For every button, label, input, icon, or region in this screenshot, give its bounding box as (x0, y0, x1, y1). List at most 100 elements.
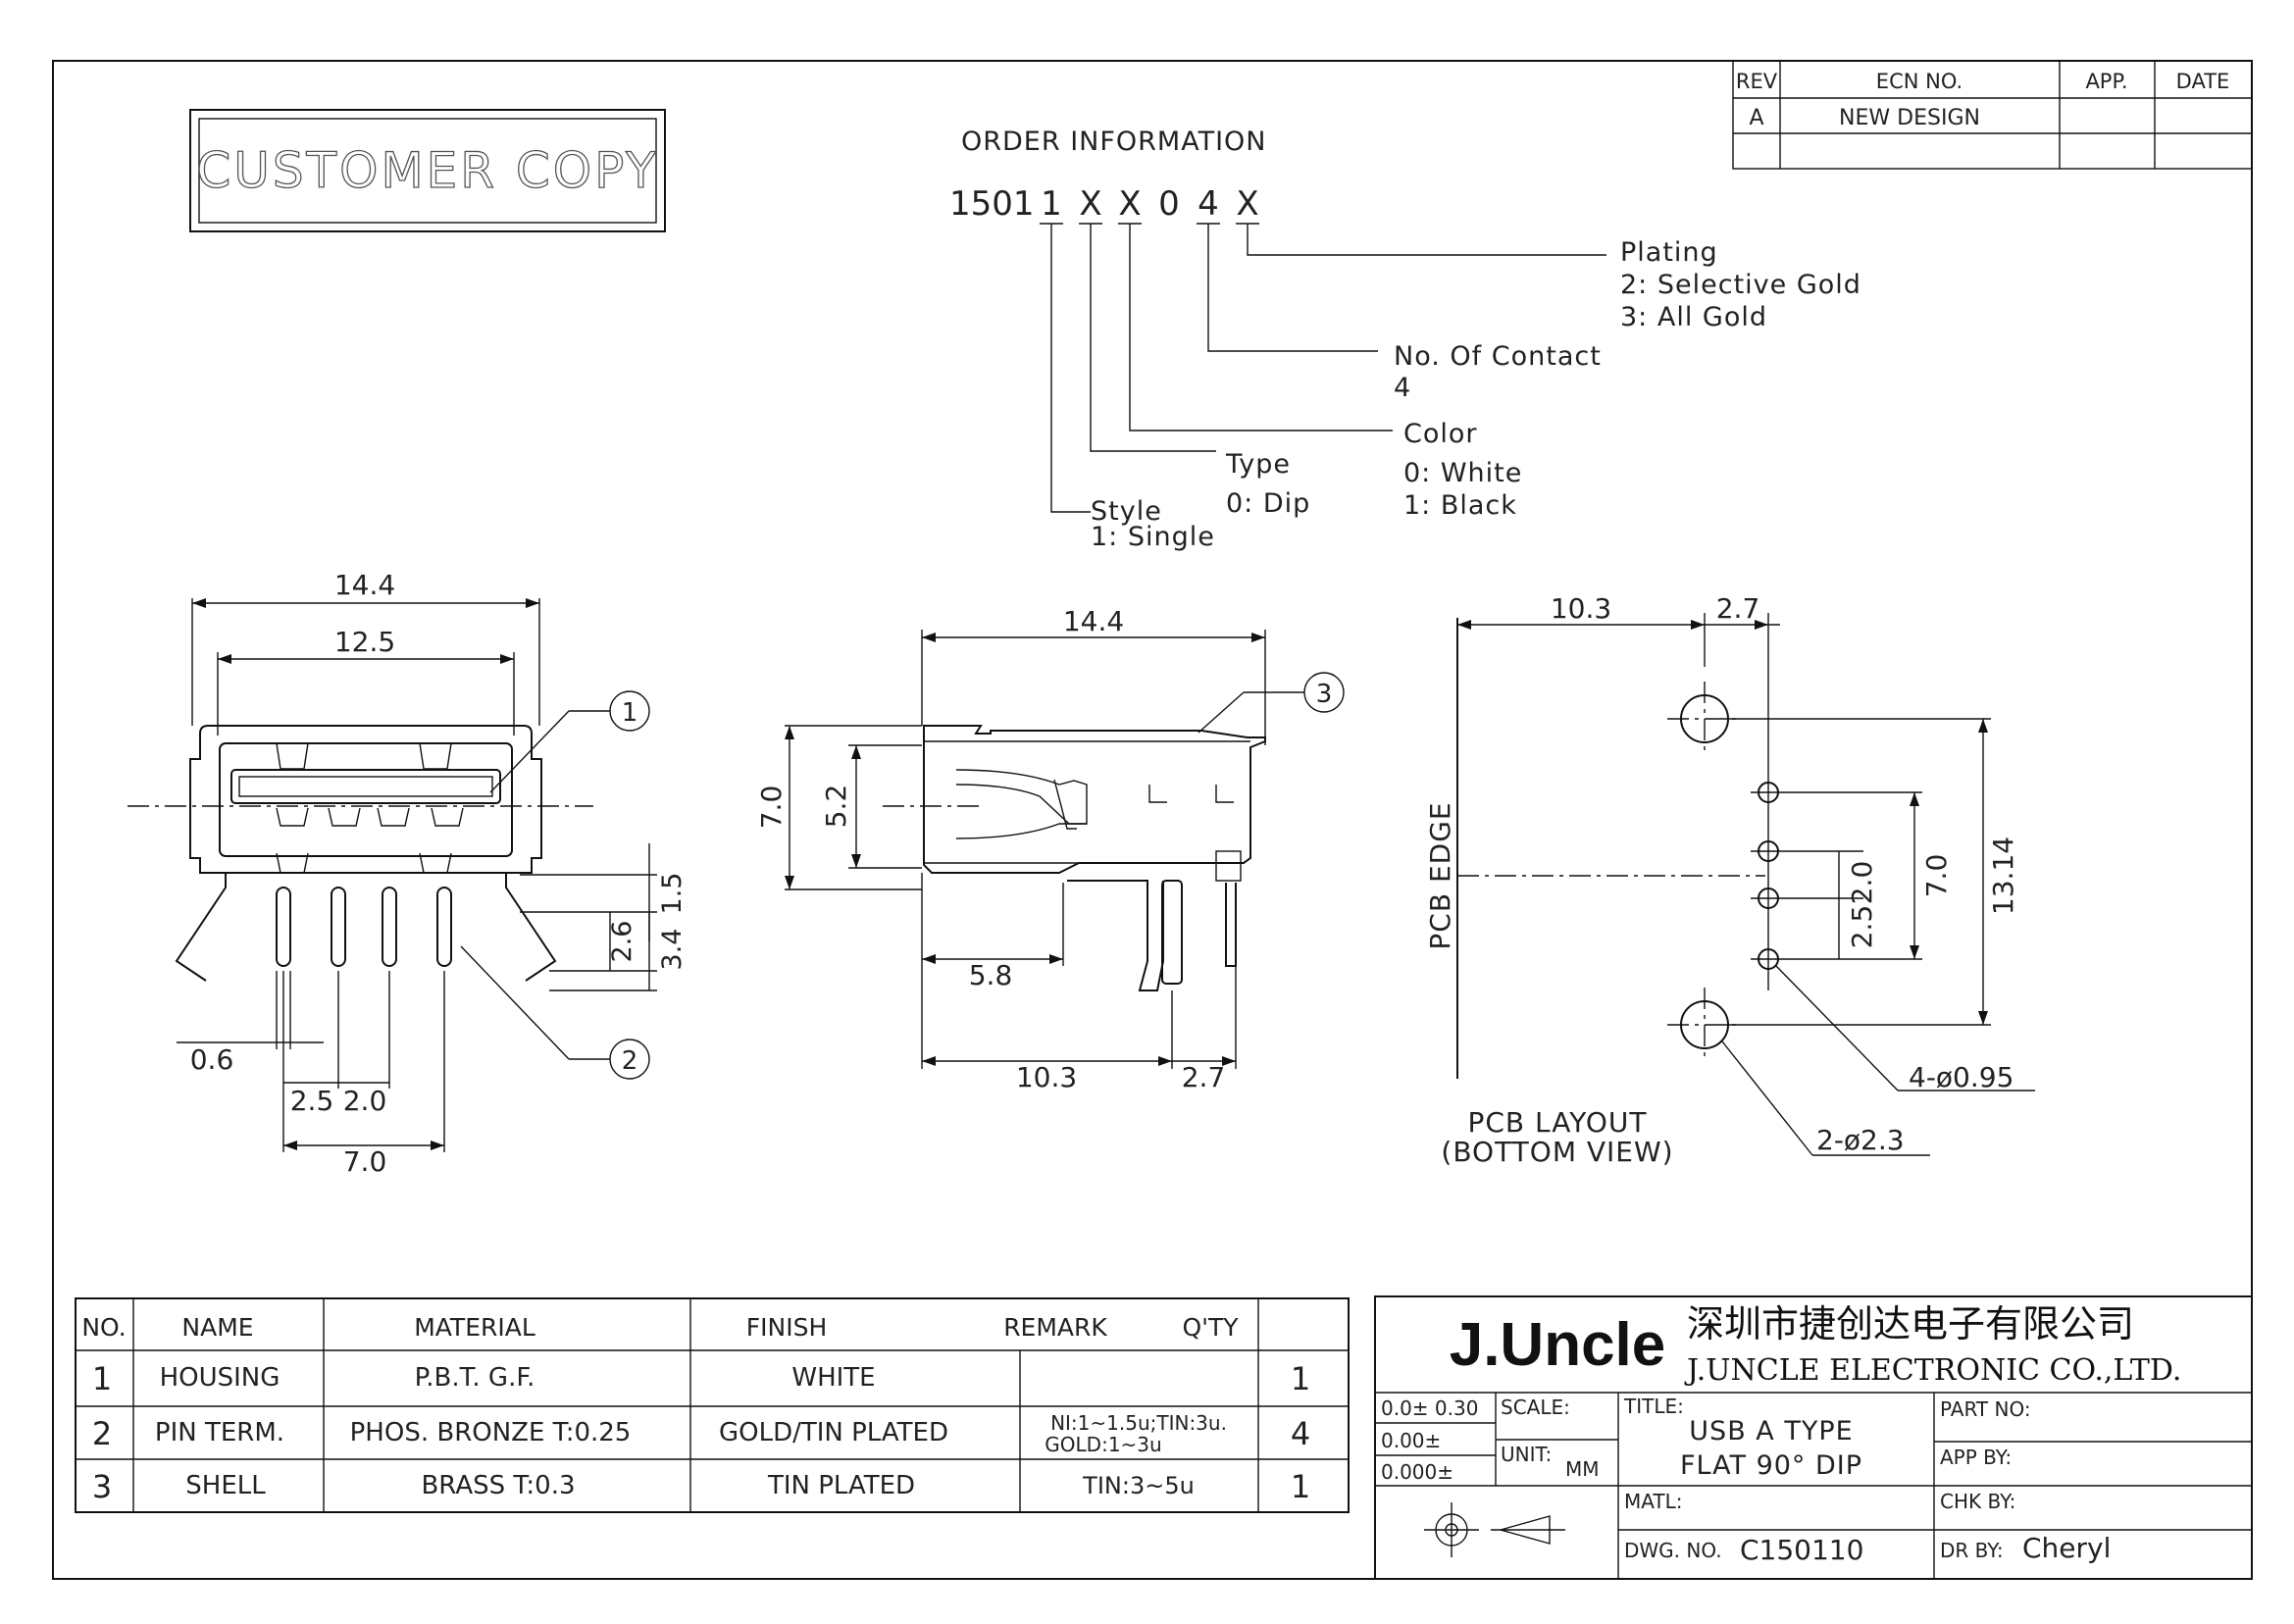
pcb-dim-7-0: 7.0 (1920, 854, 1953, 898)
ecn-header: ECN NO. (1876, 70, 1963, 93)
front-dim-3-4: 3.4 (657, 929, 688, 971)
order-information: ORDER INFORMATION 1501 1 X X 0 4 X Plati… (949, 127, 1861, 552)
bom-header-remark: REMARK (1003, 1313, 1107, 1342)
company-name-cn: 深圳市捷创达电子有限公司 (1687, 1302, 2134, 1345)
checked-by-label: CHK BY: (1940, 1490, 2015, 1513)
code-style: 1 (1041, 184, 1062, 224)
bom-table: NO. NAME MATERIAL FINISH REMARK Q'TY 1 H… (75, 1297, 1350, 1513)
revision-table: REV ECN NO. APP. DATE A NEW DESIGN (1732, 60, 2253, 170)
projection-symbol-icon (1424, 1502, 1565, 1557)
color-label: Color (1403, 419, 1478, 449)
pcb-dim-2-0: 2.0 (1846, 861, 1878, 905)
company-logo: J.Uncle (1450, 1311, 1666, 1379)
hole-large-label: 2-ø2.3 (1816, 1124, 1905, 1156)
front-dim-12-5: 12.5 (334, 626, 395, 658)
company-name-en: J.UNCLE ELECTRONIC CO.,LTD. (1684, 1353, 2181, 1388)
bom-header-finish: FINISH (746, 1313, 828, 1342)
front-dim-7-0: 7.0 (343, 1145, 387, 1178)
front-view: 14.4 12.5 (127, 569, 688, 1178)
bom-row-finish: GOLD/TIN PLATED (719, 1418, 948, 1447)
contact-value: 4 (1394, 373, 1410, 403)
drawn-by-value: Cheryl (2022, 1532, 2111, 1564)
sheet-border (52, 60, 2253, 1580)
pcb-dim-2-5: 2.5 (1846, 905, 1878, 949)
contact-label: No. Of Contact (1394, 341, 1602, 372)
title-label: TITLE: (1623, 1395, 1684, 1418)
rev-value: A (1749, 106, 1763, 130)
date-header: DATE (2176, 70, 2230, 93)
bom-header-material: MATERIAL (414, 1313, 535, 1342)
bom-row-name: SHELL (185, 1471, 266, 1500)
bom-row-no: 2 (92, 1415, 112, 1452)
tolerance-1: 0.0± 0.30 (1381, 1396, 1478, 1420)
bom-row-finish: WHITE (791, 1363, 875, 1393)
code-plating: X (1236, 184, 1258, 224)
rev-header: REV (1736, 70, 1778, 93)
ecn-value: NEW DESIGN (1839, 106, 1980, 130)
front-dim-14-4: 14.4 (334, 569, 395, 601)
pcb-dim-13-14: 13.14 (1987, 837, 2019, 915)
bom-row-qty: 1 (1291, 1360, 1310, 1397)
pcb-dim-10-3: 10.3 (1551, 592, 1611, 625)
bom-row-remark: TIN:3~5u (1082, 1472, 1195, 1499)
style-label: Style (1091, 496, 1162, 527)
side-dim-7-0: 7.0 (755, 786, 788, 830)
plating-option-2: 2: Selective Gold (1620, 270, 1861, 300)
code-type: X (1079, 184, 1101, 224)
bom-row-finish: TIN PLATED (767, 1471, 915, 1500)
balloon-1: 1 (622, 698, 638, 728)
drawing-title-line1: USB A TYPE (1689, 1416, 1853, 1446)
balloon-2: 2 (622, 1046, 638, 1076)
material-label: MATL: (1624, 1490, 1682, 1513)
side-dim-2-7: 2.7 (1182, 1061, 1226, 1093)
side-dim-5-2: 5.2 (820, 785, 852, 829)
scale-label: SCALE: (1501, 1396, 1570, 1419)
customer-copy-stamp: CUSTOMER COPY (189, 109, 666, 232)
front-dim-2-5: 2.5 (290, 1085, 334, 1117)
bom-row-name: HOUSING (160, 1363, 280, 1393)
bom-row-material: PHOS. BRONZE T:0.25 (350, 1418, 632, 1447)
drawing-number-label: DWG. NO. (1624, 1539, 1722, 1562)
bom-row-name: PIN TERM. (155, 1418, 284, 1447)
code-color: X (1118, 184, 1141, 224)
bom-row-qty: 4 (1291, 1415, 1310, 1452)
bom-row-remark-line1: NI:1~1.5u;TIN:3u. (1050, 1411, 1227, 1435)
drawing-number-value: C150110 (1740, 1534, 1863, 1566)
front-dim-1-5: 1.5 (657, 873, 688, 915)
bom-header-qty: Q'TY (1182, 1313, 1239, 1342)
bom-row-no: 1 (92, 1360, 112, 1397)
tolerance-3: 0.000± (1381, 1460, 1453, 1484)
hole-small-label: 4-ø0.95 (1909, 1061, 2014, 1093)
order-info-title: ORDER INFORMATION (961, 127, 1266, 157)
style-option-single: 1: Single (1091, 522, 1215, 552)
app-header: APP. (2085, 70, 2127, 93)
bom-row-no: 3 (92, 1468, 112, 1505)
plating-label: Plating (1620, 237, 1718, 268)
pcb-bottom-view-caption: (BOTTOM VIEW) (1441, 1136, 1673, 1168)
pcb-layout: 10.3 2.7 2.0 2.5 7.0 13.14 PCB EDGE 4 (1424, 592, 2035, 1168)
color-option-white: 0: White (1403, 458, 1522, 488)
front-dim-2-6: 2.6 (607, 921, 637, 963)
type-option-dip: 0: Dip (1226, 488, 1310, 519)
bom-header-name: NAME (181, 1313, 253, 1342)
drawn-by-label: DR BY: (1940, 1539, 2004, 1562)
balloon-3: 3 (1316, 680, 1333, 709)
type-label: Type (1225, 449, 1291, 480)
side-dim-14-4: 14.4 (1063, 605, 1124, 637)
code-contact: 4 (1198, 184, 1219, 224)
pcb-layout-caption: PCB LAYOUT (1468, 1106, 1648, 1139)
front-dim-0-6: 0.6 (190, 1043, 234, 1076)
unit-label: UNIT: (1501, 1443, 1552, 1466)
bom-row-material: BRASS T:0.3 (421, 1471, 575, 1500)
side-dim-10-3: 10.3 (1016, 1061, 1077, 1093)
front-dim-2-0: 2.0 (343, 1085, 387, 1117)
approved-by-label: APP BY: (1940, 1446, 2012, 1469)
code-series: 1501 (949, 184, 1035, 224)
side-view: 14.4 7.0 5.2 5.8 (755, 605, 1345, 1093)
color-option-black: 1: Black (1403, 490, 1517, 521)
side-dim-5-8: 5.8 (969, 959, 1013, 991)
bom-row-material: P.B.T. G.F. (415, 1363, 535, 1393)
bom-row-qty: 1 (1291, 1468, 1310, 1505)
drawing-title-line2: FLAT 90° DIP (1680, 1450, 1862, 1481)
